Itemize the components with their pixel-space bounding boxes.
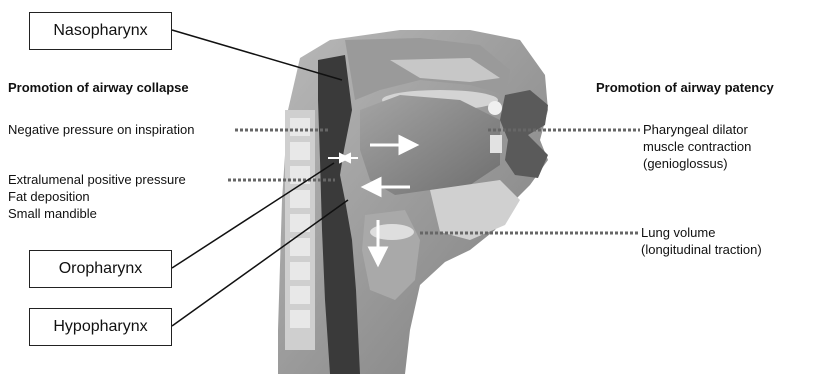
cervical-spine (285, 110, 315, 350)
dilator-label-line3: (genioglossus) (643, 156, 728, 172)
hypopharynx-label: Hypopharynx (29, 308, 172, 346)
negative-pressure-label: Negative pressure on inspiration (8, 122, 194, 138)
lower-tooth (490, 135, 502, 153)
lung-volume-label-line2: (longitudinal traction) (641, 242, 762, 258)
oropharynx-label: Oropharynx (29, 250, 172, 288)
nasopharynx-label: Nasopharynx (29, 12, 172, 50)
mandible (430, 180, 520, 240)
collapse-heading: Promotion of airway collapse (8, 80, 189, 95)
small-mandible-label: Small mandible (8, 206, 97, 222)
lung-volume-label-line1: Lung volume (641, 225, 715, 241)
fat-deposition-label: Fat deposition (8, 189, 90, 205)
patency-heading: Promotion of airway patency (596, 80, 774, 95)
extralumenal-pressure-label: Extralumenal positive pressure (8, 172, 186, 188)
dilator-label-line1: Pharyngeal dilator (643, 122, 748, 138)
dilator-label-line2: muscle contraction (643, 139, 751, 155)
tooth (488, 101, 502, 115)
